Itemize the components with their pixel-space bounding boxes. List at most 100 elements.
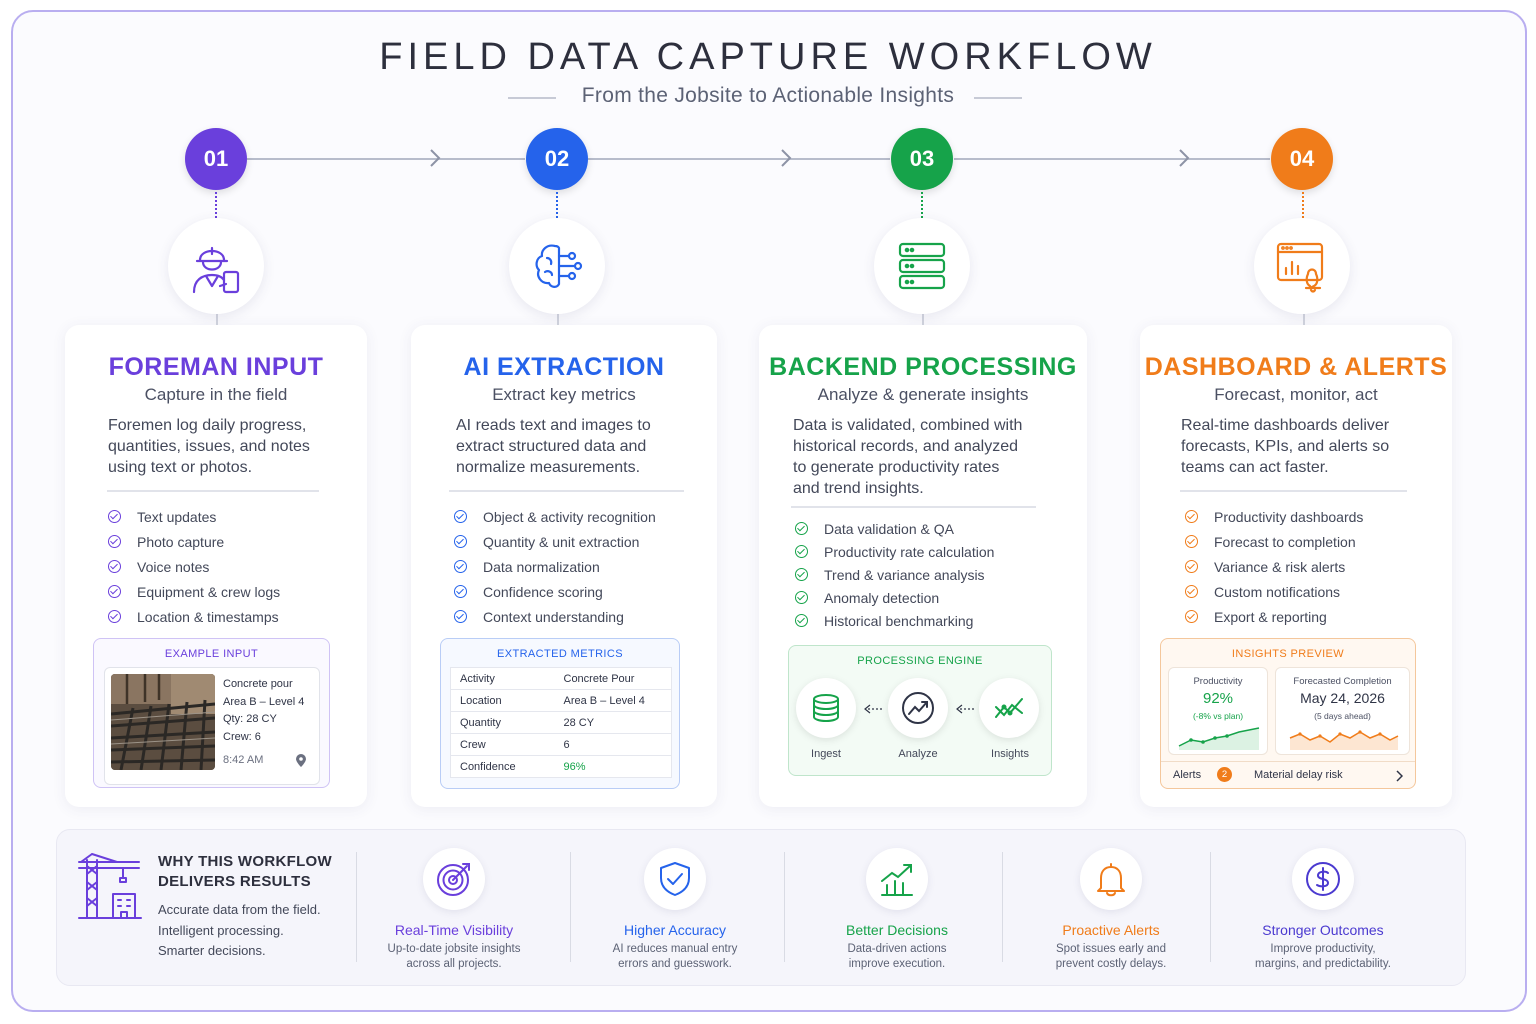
table-cell: Activity	[450, 667, 555, 690]
list-item: Location & timestamps	[108, 604, 280, 629]
forecast-note: (5 days ahead)	[1314, 711, 1371, 721]
table-cell: Quantity	[450, 711, 555, 734]
desc-line: using text or photos.	[108, 459, 253, 476]
stem-line	[922, 314, 924, 326]
check-circle-icon	[795, 545, 808, 558]
stem-line	[216, 314, 218, 326]
check-circle-icon	[454, 610, 467, 623]
benefit-text-line: improve execution.	[848, 958, 946, 970]
feature-list: Object & activity recognition Quantity &…	[454, 504, 656, 629]
benefit-text-line: prevent costly delays.	[1055, 958, 1167, 970]
check-circle-icon	[454, 510, 467, 523]
list-item: Context understanding	[454, 604, 656, 629]
divider	[570, 852, 571, 962]
example-line: Qty: 28 CY	[223, 713, 277, 725]
card-description: Data is validated, combined with histori…	[793, 415, 1022, 499]
rebar-photo	[111, 674, 215, 770]
divider	[356, 852, 357, 962]
card-subtitle: Extract key metrics	[492, 385, 636, 404]
benefit-text-line: Spot issues early and	[1056, 943, 1166, 955]
check-circle-icon	[795, 614, 808, 627]
check-circle-icon	[454, 585, 467, 598]
table-cell: 28 CY	[554, 711, 672, 734]
chevron-right-icon	[1179, 149, 1190, 167]
connector-1-2	[247, 158, 525, 160]
feature-list: Text updates Photo capture Voice notes E…	[108, 504, 280, 629]
stem-line	[557, 314, 559, 326]
desc-line: historical records, and analyzed	[793, 438, 1019, 455]
benefit-stronger-outcomes: Stronger Outcomes Improve productivity,m…	[1223, 848, 1423, 972]
list-item-label: Context understanding	[483, 608, 624, 625]
why-text: Accurate data from the field. Intelligen…	[158, 900, 321, 962]
target-icon	[423, 848, 485, 910]
list-item: Productivity dashboards	[1185, 504, 1363, 529]
ai-brain-circuit-icon	[509, 218, 605, 314]
forecast-card: Forecasted Completion May 24, 2026 (5 da…	[1275, 667, 1410, 755]
alerts-row[interactable]: Alerts 2 Material delay risk	[1161, 761, 1415, 789]
benefit-title: Better Decisions	[846, 922, 948, 938]
benefit-title: Stronger Outcomes	[1262, 922, 1384, 938]
list-item-label: Voice notes	[137, 558, 210, 575]
divider	[1180, 490, 1407, 492]
benefit-text-line: Improve productivity,	[1270, 943, 1376, 955]
list-item-label: Custom notifications	[1214, 583, 1341, 600]
list-item: Export & reporting	[1185, 604, 1363, 629]
analyze-gauge-icon	[888, 678, 948, 738]
benefit-text-line: Data-driven actions	[847, 943, 947, 955]
card-dashboard-alerts: DASHBOARD & ALERTS Forecast, monitor, ac…	[1140, 325, 1452, 807]
list-item-label: Export & reporting	[1214, 608, 1327, 625]
desc-line: Foremen log daily progress,	[108, 417, 307, 434]
card-ai-extraction: AI EXTRACTION Extract key metrics AI rea…	[411, 325, 717, 807]
example-lines: Concrete pour Area B – Level 4 Qty: 28 C…	[223, 676, 304, 746]
list-item-label: Forecast to completion	[1214, 533, 1356, 550]
step-number-04: 04	[1271, 128, 1333, 190]
dollar-coin-icon	[1292, 848, 1354, 910]
check-circle-icon	[108, 560, 121, 573]
desc-line: Real-time dashboards deliver	[1181, 417, 1390, 434]
desc-line: to generate productivity rates	[793, 459, 1000, 476]
list-item: Quantity & unit extraction	[454, 529, 656, 554]
list-item: Productivity rate calculation	[795, 540, 994, 563]
timestamp: 8:42 AM	[223, 754, 264, 766]
table-cell: 6	[554, 733, 672, 756]
divider	[107, 490, 319, 492]
node-label: Ingest	[811, 748, 841, 760]
check-circle-icon	[108, 585, 121, 598]
desc-line: and trend insights.	[793, 480, 924, 497]
stem-line	[1303, 314, 1305, 326]
productivity-note: (-8% vs plan)	[1192, 711, 1244, 721]
subtitle-wrap: From the Jobsite to Actionable Insights	[0, 84, 1536, 108]
divider	[1002, 852, 1003, 962]
forecast-label: Forecasted Completion	[1293, 676, 1392, 687]
table-cell: Confidence	[450, 755, 555, 778]
database-icon	[796, 678, 856, 738]
benefit-real-time-visibility: Real-Time Visibility Up-to-date jobsite …	[354, 848, 554, 972]
card-backend-processing: BACKEND PROCESSING Analyze & generate in…	[759, 325, 1087, 807]
benefit-text-line: Up-to-date jobsite insights	[387, 943, 521, 955]
box-label: EXTRACTED METRICS	[497, 648, 623, 660]
list-item: Object & activity recognition	[454, 504, 656, 529]
list-item: Text updates	[108, 504, 280, 529]
node-label: Analyze	[898, 748, 938, 760]
card-subtitle: Forecast, monitor, act	[1214, 385, 1378, 404]
table-cell: Crew	[450, 733, 555, 756]
list-item-label: Historical benchmarking	[824, 612, 974, 629]
check-circle-icon	[454, 560, 467, 573]
list-item: Anomaly detection	[795, 586, 994, 609]
why-title-line: WHY THIS WORKFLOW	[158, 853, 332, 870]
example-line: Area B – Level 4	[223, 695, 305, 708]
desc-line: teams can act faster.	[1181, 459, 1329, 476]
list-item-label: Data normalization	[483, 558, 600, 575]
divider	[449, 490, 684, 492]
benefit-text: Data-driven actions improve execution.	[797, 942, 997, 972]
card-title: DASHBOARD & ALERTS	[1144, 353, 1448, 381]
box-label: INSIGHTS PREVIEW	[1231, 648, 1345, 660]
productivity-sparkline	[1178, 727, 1260, 750]
crane-building-icon	[78, 853, 142, 919]
desc-line: normalize measurements.	[456, 459, 641, 476]
